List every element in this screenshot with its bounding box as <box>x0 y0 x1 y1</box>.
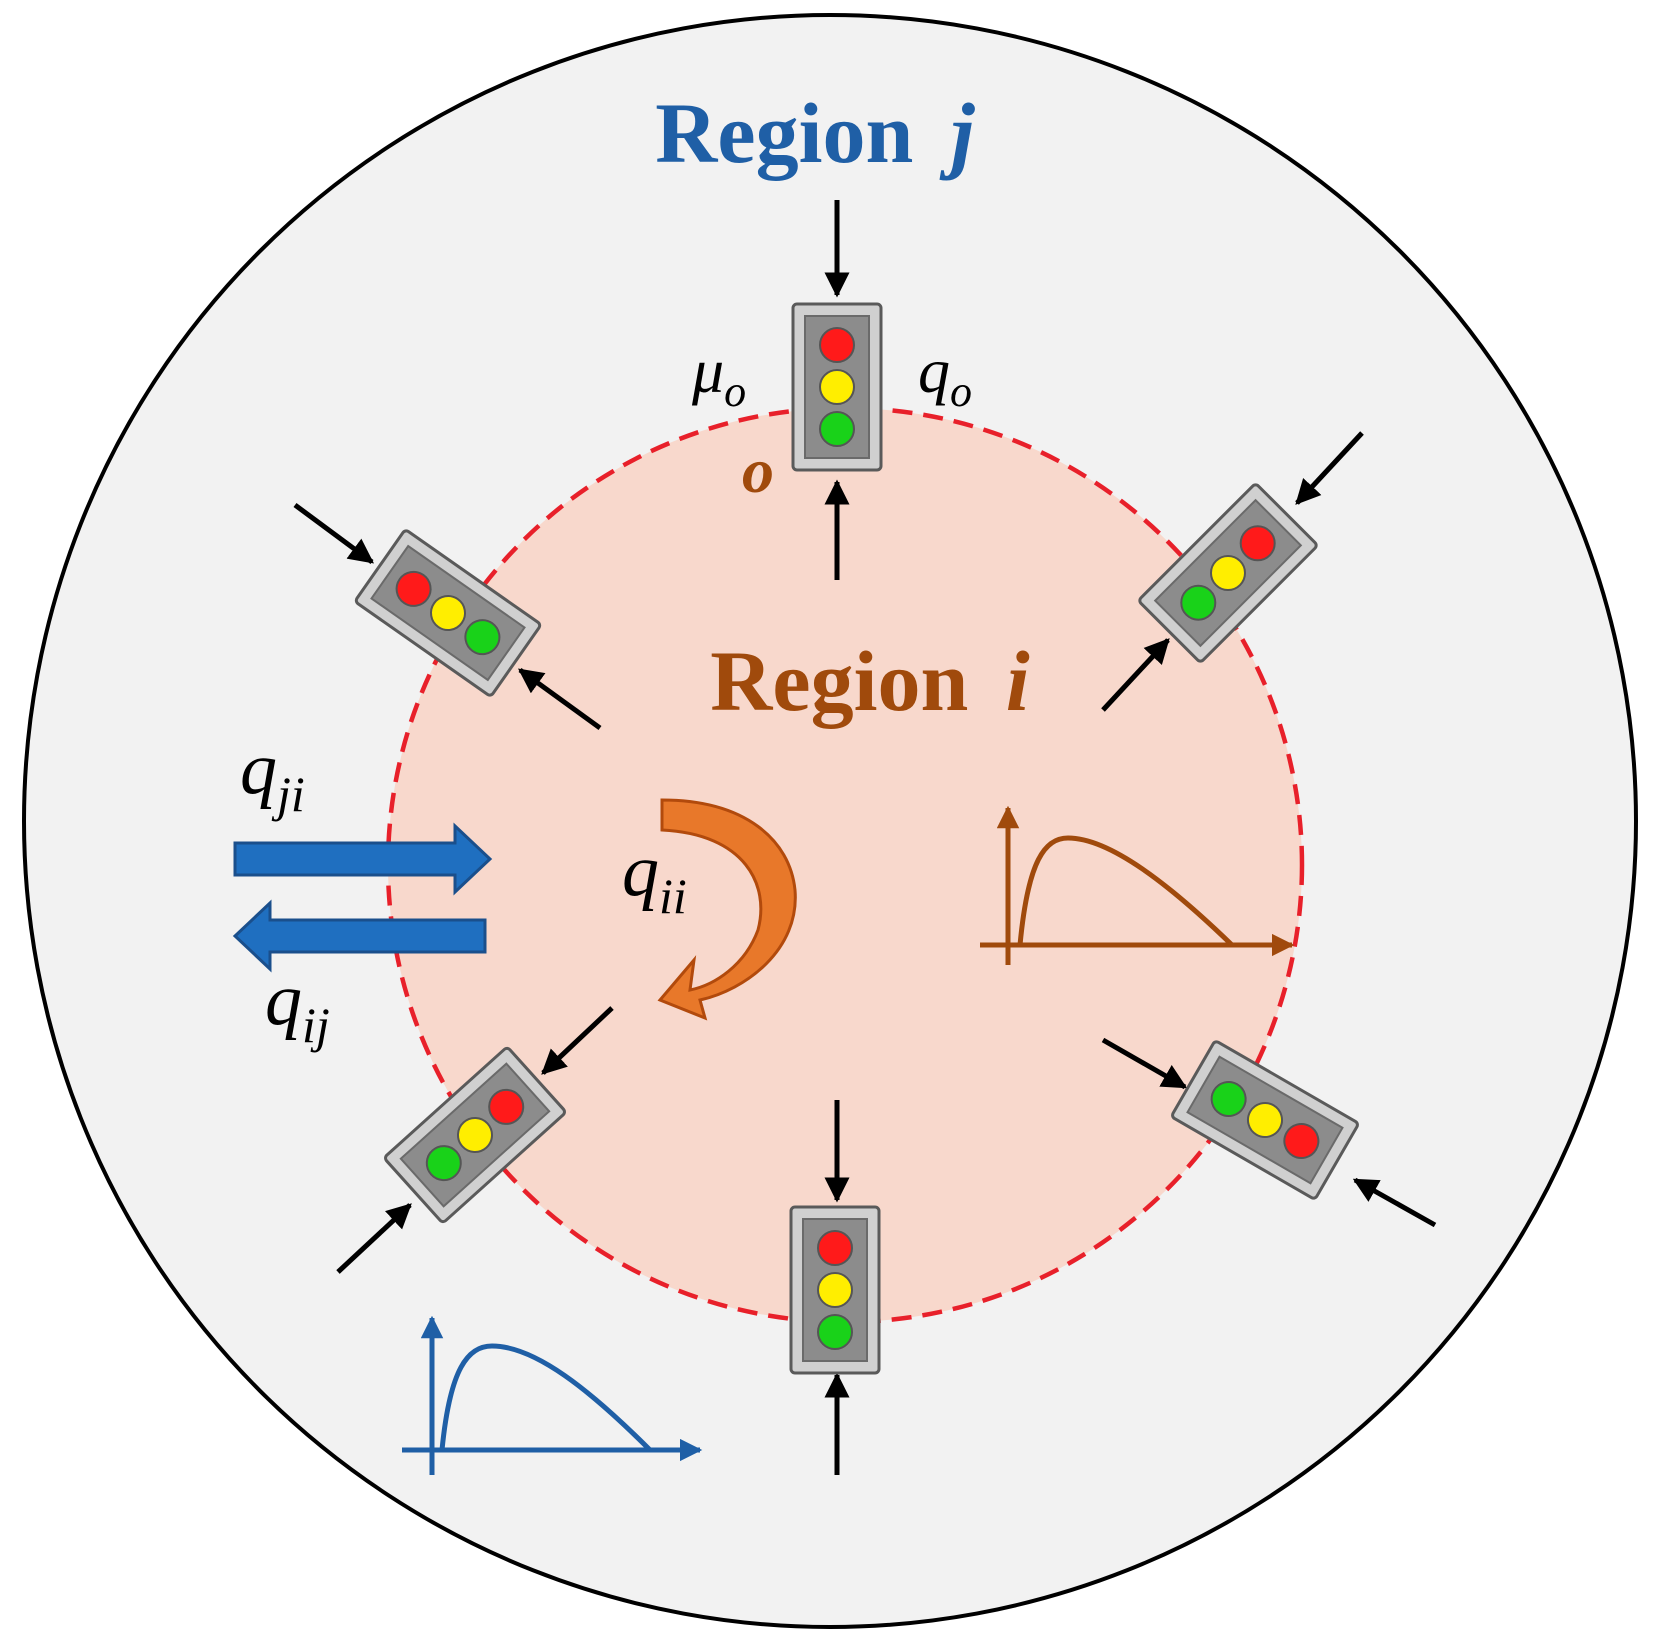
region-i-var: i <box>1006 633 1030 729</box>
gate-arrow <box>1101 638 1170 712</box>
traffic-light-yellow-lamp <box>1247 1102 1283 1138</box>
q-ii-label: qii <box>622 830 687 924</box>
q-ji-label: qji <box>240 728 305 822</box>
flow-arrow-ji <box>233 822 493 896</box>
traffic-light-green-lamp <box>819 411 855 447</box>
traffic-light-red-lamp <box>488 1088 525 1125</box>
q-ij-label: qij <box>265 959 330 1053</box>
traffic-light-icon <box>1171 1040 1359 1200</box>
traffic-light-green-lamp <box>464 619 501 656</box>
q-ji-base: q <box>240 728 277 810</box>
traffic-light-yellow-lamp <box>430 595 466 631</box>
traffic-light-red-lamp <box>395 570 432 607</box>
traffic-light-green-lamp <box>1180 584 1217 621</box>
region-i-mfd-curve-icon <box>980 805 1295 965</box>
traffic-light-red-lamp <box>817 1230 853 1266</box>
q-ii-base: q <box>622 830 659 912</box>
gate-arrow <box>336 1203 412 1274</box>
q-ij-sub: ij <box>302 997 330 1053</box>
traffic-light-green-lamp <box>1210 1081 1247 1117</box>
q-o-base: q <box>918 335 950 406</box>
region-i-word: Region <box>710 633 968 729</box>
traffic-light-yellow-lamp <box>1210 555 1246 591</box>
traffic-light-icon <box>791 302 883 472</box>
traffic-light-red-lamp <box>1239 525 1276 562</box>
traffic-light-icon <box>789 1205 881 1375</box>
region-i-boundary <box>385 405 1305 1325</box>
region-j-mfd-curve-icon <box>402 1315 703 1475</box>
region-j-label: Region j <box>655 85 976 181</box>
traffic-light-green-lamp <box>425 1145 462 1182</box>
flow-arrow-ij <box>232 899 487 973</box>
mu-o-sub: o <box>724 367 746 416</box>
q-o-label: qo <box>918 335 972 416</box>
gate-arrow <box>1101 1037 1188 1090</box>
q-ii-sub: ii <box>659 868 687 924</box>
gate-arrow <box>1295 431 1364 505</box>
traffic-light-icon <box>354 529 542 697</box>
q-ij-base: q <box>265 959 302 1041</box>
traffic-light-icon <box>1138 483 1318 663</box>
mu-o-label: μo <box>691 335 746 416</box>
traffic-light-red-lamp <box>1283 1123 1320 1159</box>
gate-arrow <box>1352 1177 1437 1228</box>
gate-arrows <box>293 200 1437 1475</box>
mu-o-base: μ <box>691 335 724 406</box>
q-o-sub: o <box>950 367 972 416</box>
gate-arrow <box>293 502 375 565</box>
region-i-label: Region i <box>710 633 1030 729</box>
perimeter-gates <box>354 302 1359 1375</box>
node-o-label: o <box>742 435 774 506</box>
q-ji-sub: ji <box>271 766 305 822</box>
region-j-word: Region <box>655 85 913 181</box>
traffic-light-green-lamp <box>817 1314 853 1350</box>
traffic-light-yellow-lamp <box>457 1117 493 1153</box>
traffic-light-red-lamp <box>819 327 855 363</box>
gate-arrow <box>541 1006 614 1075</box>
traffic-light-yellow-lamp <box>819 369 855 405</box>
internal-flow-loop-arrow <box>657 798 797 1021</box>
traffic-light-icon <box>384 1046 566 1224</box>
gate-arrow <box>517 667 602 731</box>
traffic-light-yellow-lamp <box>817 1272 853 1308</box>
